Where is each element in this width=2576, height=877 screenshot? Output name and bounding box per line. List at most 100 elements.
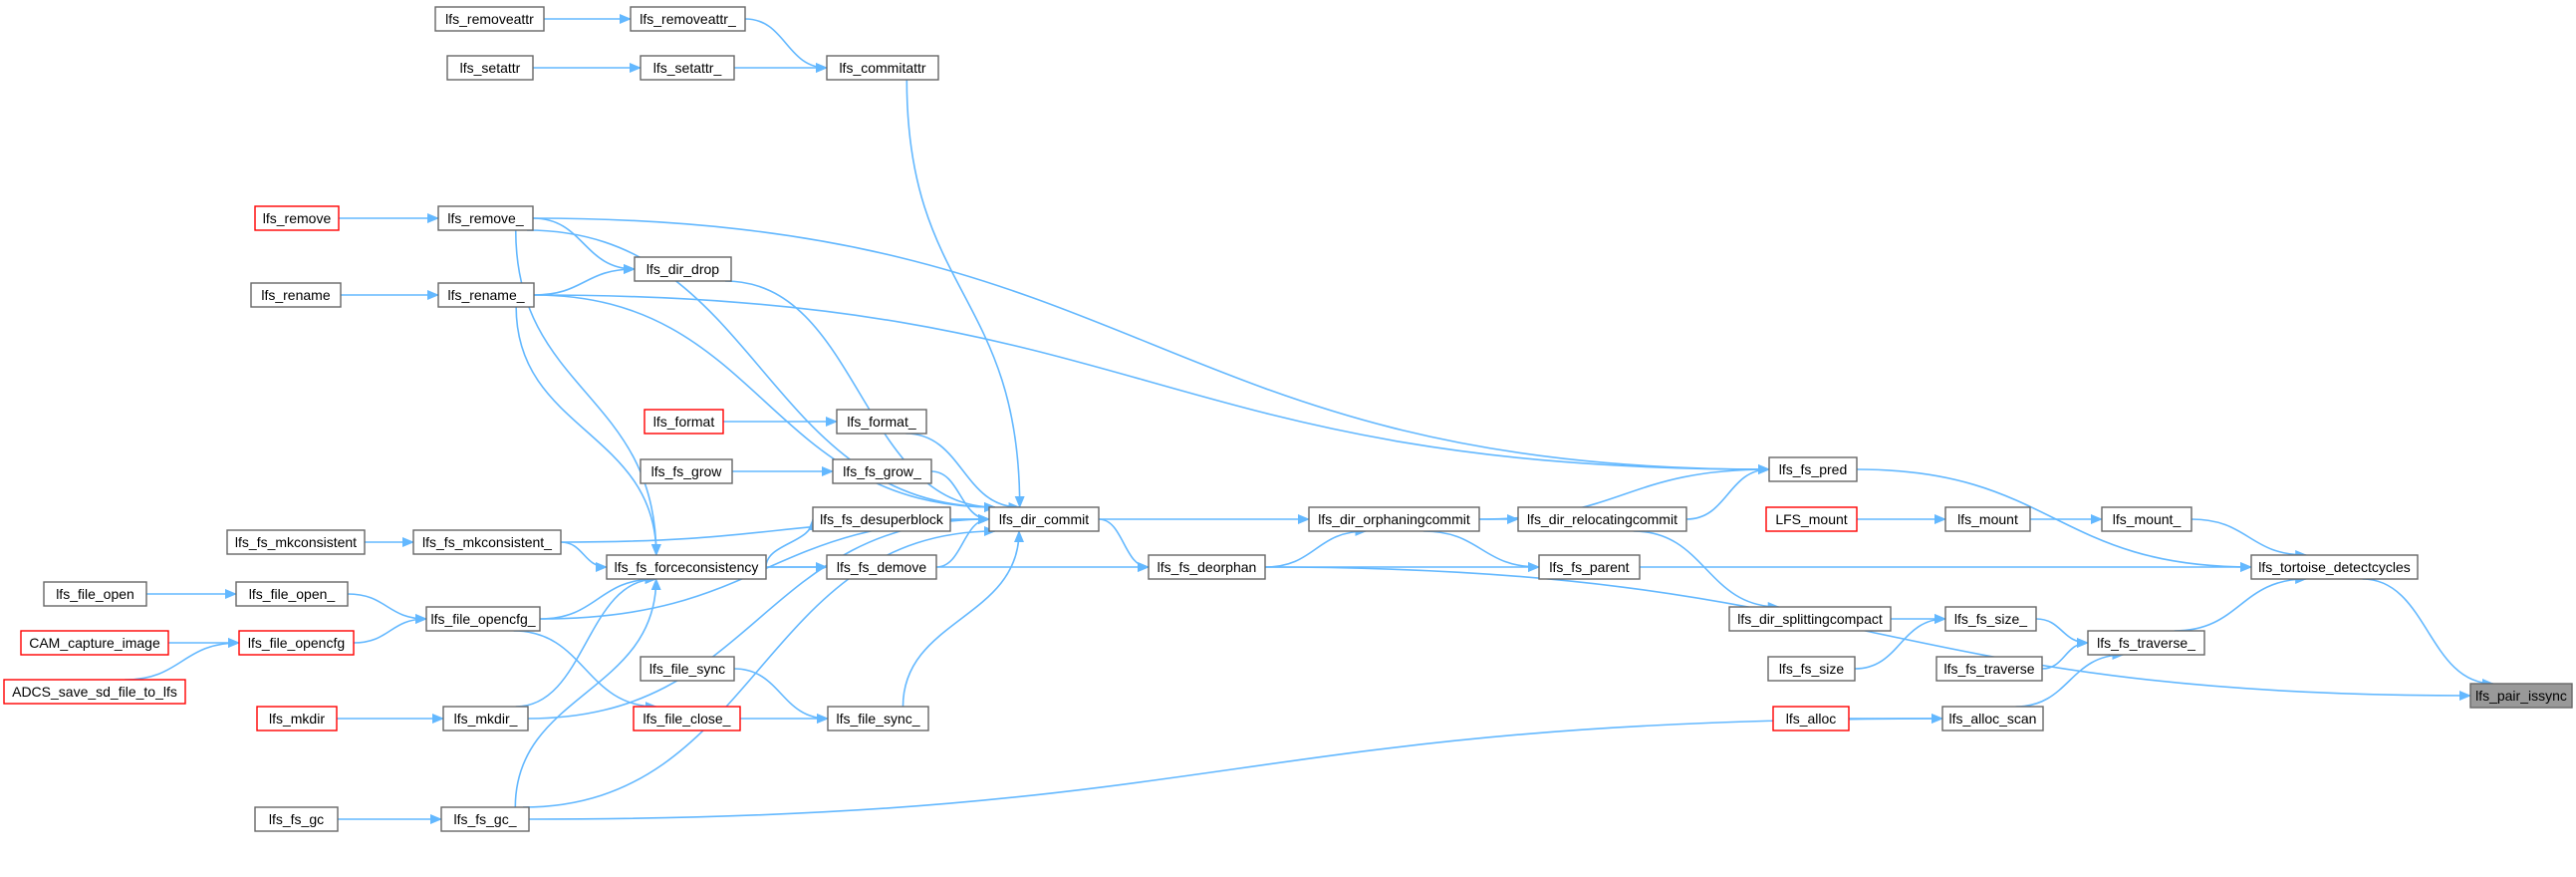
- node-lfs-format[interactable]: lfs_format_: [836, 409, 927, 435]
- node-label: lfs_dir_commit: [999, 511, 1089, 527]
- node-box: [437, 282, 535, 308]
- node-lfs-file-close[interactable]: lfs_file_close_: [633, 706, 741, 731]
- node-lfs-setattr[interactable]: lfs_setattr_: [640, 55, 735, 81]
- node-box: [832, 458, 932, 484]
- node-label: lfs_rename: [261, 287, 330, 303]
- node-label: lfs_fs_traverse_: [2097, 635, 2195, 651]
- node-lfs-alloc-scan[interactable]: lfs_alloc_scan: [1941, 706, 2044, 731]
- node-lfs-dir-commit[interactable]: lfs_dir_commit: [988, 506, 1100, 532]
- node-box: [238, 630, 355, 656]
- node-lfs-removeattr[interactable]: lfs_removeattr_: [630, 6, 746, 32]
- node-label: lfs_file_close_: [644, 711, 731, 727]
- node-box: [254, 806, 339, 832]
- node-box: [812, 506, 951, 532]
- node-label: lfs_file_opencfg_: [430, 611, 535, 627]
- node-box: [1944, 506, 2031, 532]
- node-box: [988, 506, 1100, 532]
- node-lfs-fs-demove[interactable]: lfs_fs_demove: [826, 554, 937, 580]
- node-lfs-fs-traverse[interactable]: lfs_fs_traverse: [1935, 656, 2043, 682]
- node-box: [1538, 554, 1641, 580]
- node-label: lfs_fs_demove: [837, 559, 926, 575]
- node-label: lfs_mount: [1957, 511, 2018, 527]
- edge-lfs-dir-relocatingcommit-to-lfs-dir-splittingcompact: [1633, 530, 1780, 612]
- node-lfs-fs-mkconsistent[interactable]: lfs_fs_mkconsistent_: [412, 529, 562, 555]
- node-lfs-format[interactable]: lfs_format: [644, 409, 724, 435]
- node-box: [226, 529, 366, 555]
- node-label: lfs_removeattr_: [640, 11, 736, 27]
- node-box: [1765, 506, 1858, 532]
- node-lfs-dir-drop[interactable]: lfs_dir_drop: [634, 256, 732, 282]
- node-lfs-file-sync[interactable]: lfs_file_sync: [640, 656, 735, 682]
- node-lfs-mount[interactable]: lfs_mount_: [2101, 506, 2192, 532]
- node-lfs-removeattr[interactable]: lfs_removeattr: [434, 6, 545, 32]
- node-label: lfs_mkdir: [269, 711, 325, 727]
- node-label: lfs_fs_traverse: [1943, 661, 2034, 677]
- node-label: lfs_mkdir_: [454, 711, 518, 727]
- node-lfs-mkdir[interactable]: lfs_mkdir_: [442, 706, 529, 731]
- node-lfs-fs-deorphan[interactable]: lfs_fs_deorphan: [1148, 554, 1266, 580]
- node-adcs-save-sd-file-to-lfs[interactable]: ADCS_save_sd_file_to_lfs: [3, 679, 186, 705]
- node-label: lfs_format: [653, 414, 715, 430]
- node-lfs-mount[interactable]: LFS_mount: [1765, 506, 1858, 532]
- edge-lfs-rename-to-lfs-dir-commit: [533, 294, 996, 512]
- node-box: [235, 581, 349, 607]
- node-lfs-fs-traverse[interactable]: lfs_fs_traverse_: [2087, 630, 2205, 656]
- node-cam-capture-image[interactable]: CAM_capture_image: [20, 630, 169, 656]
- node-label: lfs_fs_size: [1779, 661, 1845, 677]
- node-lfs-fs-gc[interactable]: lfs_fs_gc_: [440, 806, 530, 832]
- edge-lfs-fs-traverse-to-lfs-tortoise-detectcycles: [2174, 574, 2308, 632]
- node-lfs-alloc[interactable]: lfs_alloc: [1772, 706, 1850, 731]
- node-lfs-mkdir[interactable]: lfs_mkdir: [256, 706, 338, 731]
- node-lfs-fs-pred[interactable]: lfs_fs_pred: [1768, 456, 1858, 482]
- node-lfs-fs-gc[interactable]: lfs_fs_gc: [254, 806, 339, 832]
- node-box: [442, 706, 529, 731]
- node-lfs-dir-relocatingcommit[interactable]: lfs_dir_relocatingcommit: [1517, 506, 1687, 532]
- edge-lfs-file-open-to-lfs-file-opencfg: [347, 593, 427, 624]
- node-box: [1941, 706, 2044, 731]
- node-label: lfs_tortoise_detectcycles: [2258, 559, 2411, 575]
- edge-lfs-dir-drop-to-lfs-dir-commit: [724, 280, 996, 512]
- node-lfs-dir-orphaningcommit[interactable]: lfs_dir_orphaningcommit: [1308, 506, 1480, 532]
- node-lfs-file-open[interactable]: lfs_file_open: [43, 581, 147, 607]
- node-lfs-fs-parent[interactable]: lfs_fs_parent: [1538, 554, 1641, 580]
- node-lfs-dir-splittingcompact[interactable]: lfs_dir_splittingcompact: [1728, 606, 1892, 632]
- node-lfs-remove[interactable]: lfs_remove_: [437, 205, 534, 231]
- node-lfs-rename[interactable]: lfs_rename_: [437, 282, 535, 308]
- node-lfs-fs-size[interactable]: lfs_fs_size_: [1944, 606, 2037, 632]
- edge-lfs-remove-to-lfs-fs-pred: [532, 217, 1770, 474]
- node-lfs-tortoise-detectcycles[interactable]: lfs_tortoise_detectcycles: [2250, 554, 2419, 580]
- edge-lfs-file-sync-to-lfs-dir-commit: [902, 530, 1025, 708]
- node-lfs-setattr[interactable]: lfs_setattr: [446, 55, 534, 81]
- edge-lfs-fs-size-to-lfs-fs-size: [1854, 614, 1946, 670]
- node-label: lfs_file_opencfg: [248, 635, 345, 651]
- node-lfs-fs-size[interactable]: lfs_fs_size: [1767, 656, 1856, 682]
- node-lfs-file-sync[interactable]: lfs_file_sync_: [827, 706, 929, 731]
- node-lfs-file-opencfg[interactable]: lfs_file_opencfg_: [425, 606, 541, 632]
- edge-lfs-remove-to-lfs-dir-commit: [526, 229, 996, 512]
- node-lfs-fs-grow[interactable]: lfs_fs_grow_: [832, 458, 932, 484]
- node-lfs-fs-mkconsistent[interactable]: lfs_fs_mkconsistent: [226, 529, 366, 555]
- node-lfs-file-opencfg[interactable]: lfs_file_opencfg: [238, 630, 355, 656]
- node-box: [634, 256, 732, 282]
- node-lfs-rename[interactable]: lfs_rename: [250, 282, 342, 308]
- node-lfs-mount[interactable]: lfs_mount: [1944, 506, 2031, 532]
- edge-lfs-alloc-scan-to-lfs-fs-traverse: [2015, 650, 2125, 708]
- node-label: lfs_fs_gc: [269, 811, 324, 827]
- node-lfs-pair-issync[interactable]: lfs_pair_issync: [2469, 683, 2573, 709]
- node-box: [1772, 706, 1850, 731]
- node-lfs-remove[interactable]: lfs_remove: [254, 205, 340, 231]
- node-box: [644, 409, 724, 435]
- node-box: [1728, 606, 1892, 632]
- node-lfs-fs-grow[interactable]: lfs_fs_grow: [640, 458, 733, 484]
- node-label: lfs_fs_mkconsistent: [235, 534, 357, 550]
- node-lfs-file-open[interactable]: lfs_file_open_: [235, 581, 349, 607]
- node-label: lfs_fs_size_: [1954, 611, 2027, 627]
- node-lfs-fs-forceconsistency[interactable]: lfs_fs_forceconsistency: [606, 554, 767, 580]
- node-label: lfs_setattr_: [653, 60, 722, 76]
- edge-lfs-format-to-lfs-dir-commit: [905, 433, 1021, 512]
- node-lfs-fs-desuperblock[interactable]: lfs_fs_desuperblock: [812, 506, 951, 532]
- node-label: LFS_mount: [1775, 511, 1847, 527]
- node-box: [1944, 606, 2037, 632]
- node-lfs-commitattr[interactable]: lfs_commitattr: [826, 55, 939, 81]
